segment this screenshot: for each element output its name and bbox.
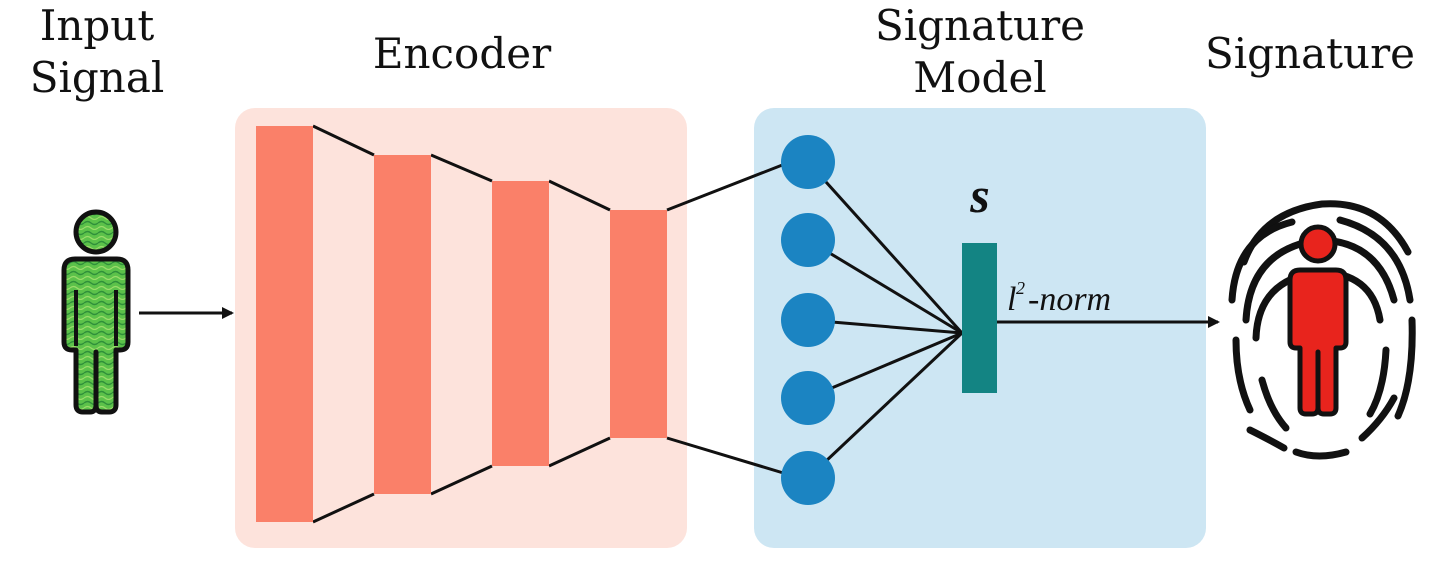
green-person-icon (61, 209, 131, 415)
signature-vector-bar (962, 243, 997, 393)
encoder-layer-1 (256, 126, 313, 522)
model-node-5 (781, 451, 835, 505)
signature-title: Signature (1205, 29, 1415, 78)
encoder-layer-2 (374, 155, 431, 494)
input-signal-title-line1: Input (40, 1, 155, 50)
fingerprint-person-icon (1228, 200, 1416, 460)
signature-model-title-line1: Signature (875, 1, 1085, 50)
model-node-3 (781, 293, 835, 347)
encoder-layer-4 (610, 210, 667, 438)
red-person (1287, 224, 1349, 417)
model-node-1 (781, 135, 835, 189)
l2-norm-label: l 2 -norm (1007, 278, 1111, 318)
signature-symbol: s (969, 167, 989, 223)
encoder-layer-3 (492, 181, 549, 466)
l2-norm-l: l (1007, 281, 1016, 318)
model-node-4 (781, 371, 835, 425)
encoder-title: Encoder (373, 29, 552, 78)
l2-norm-superscript: 2 (1016, 278, 1025, 298)
encoder-to-model-connectors (666, 160, 791, 477)
input-signal-title-line2: Signal (30, 53, 165, 102)
encoder-panel (235, 108, 687, 548)
l2-norm-text: -norm (1028, 281, 1111, 318)
signature-model-title-line2: Model (913, 53, 1046, 102)
encoder-connectors (312, 124, 611, 524)
model-node-2 (781, 213, 835, 267)
